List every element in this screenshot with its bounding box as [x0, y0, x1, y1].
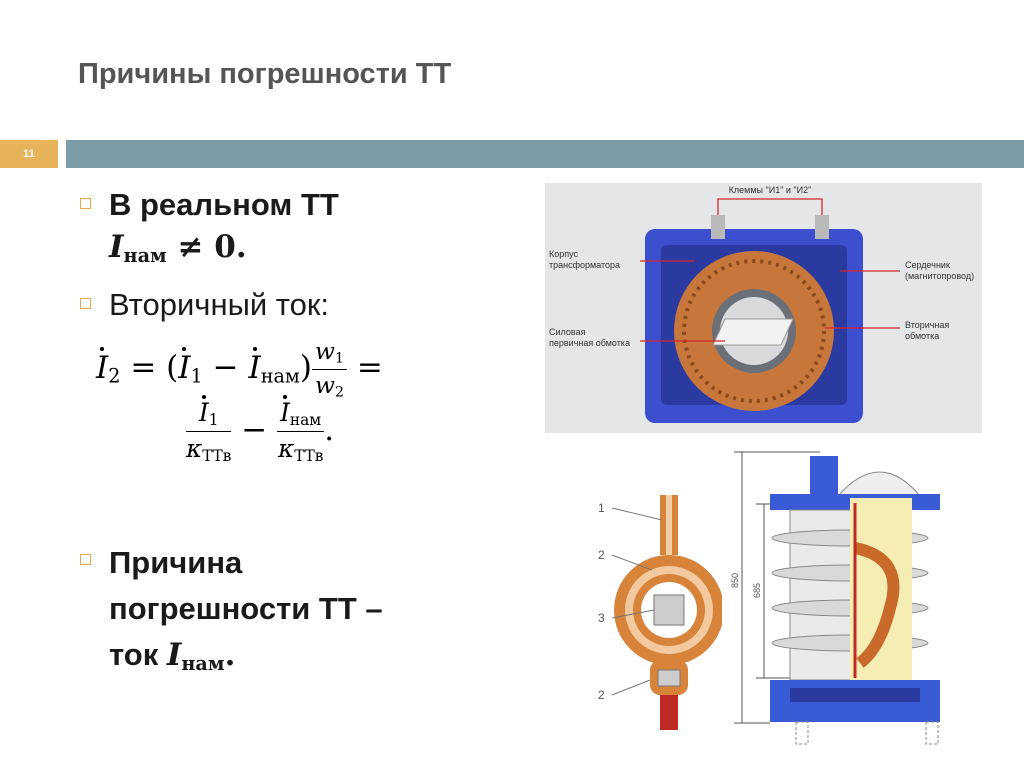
label-terminals: Клеммы "И1" и "И2": [729, 185, 812, 195]
header-bar: [66, 140, 1024, 168]
dim-685: 685: [752, 583, 762, 598]
bullet-secondary-current: Вторичный ток:: [80, 284, 329, 326]
page-title: Причины погрешности ТТ: [78, 58, 452, 90]
bullet-real-ct: В реальном ТТ Iнам ≠ 0.: [80, 184, 339, 277]
terminal-i1: [711, 215, 725, 239]
bullet-marker-icon: [80, 198, 91, 209]
svg-text:первичная обмотка: первичная обмотка: [549, 338, 630, 348]
toroidal-ct-figure: Клеммы "И1" и "И2" Корпус трансформатора…: [545, 183, 982, 433]
ct-insulator-drawing: 850 685: [730, 451, 940, 745]
svg-text:(магнитопровод): (магнитопровод): [905, 271, 974, 281]
svg-text:трансформатора: трансформатора: [549, 260, 620, 270]
terminal-i2: [815, 215, 829, 239]
svg-text:обмотка: обмотка: [905, 331, 939, 341]
callout-3: 3: [598, 611, 605, 625]
math-symbol: I: [109, 229, 124, 265]
formula-line-2: I1 κТТв − Iнам κТТв .: [186, 395, 335, 465]
fraction-w: w1 w2: [311, 338, 348, 400]
callout-2b: 2: [598, 688, 605, 702]
dim-850: 850: [730, 573, 740, 588]
callout-2: 2: [598, 548, 605, 562]
insulator-cutaway: [850, 498, 912, 683]
ct-section-drawing: 1 2 3 2: [598, 495, 722, 730]
svg-text:Силовая: Силовая: [549, 327, 586, 337]
bullet-error-cause: Причина погрешности ТТ – ток Iнам.: [80, 540, 383, 687]
bullet-text: В реальном ТТ: [109, 187, 339, 222]
slide-number: 11: [0, 140, 58, 168]
svg-text:Сердечник: Сердечник: [905, 260, 950, 270]
bullet-marker-icon: [80, 298, 91, 309]
bullet-text: Вторичный ток:: [109, 287, 330, 322]
ct-primary-bar: [712, 318, 794, 346]
fraction-inam-k: Iнам κТТв: [277, 395, 325, 465]
math-subscript: нам: [123, 243, 167, 267]
fraction-i1-k: I1 κТТв: [186, 395, 232, 465]
math-tail: ≠ 0.: [177, 229, 247, 265]
bullet-marker-icon: [80, 554, 91, 565]
svg-text:Корпус: Корпус: [549, 249, 579, 259]
svg-text:Вторичная: Вторичная: [905, 320, 949, 330]
formula-line-1: I2 = (I1 − Iнам) w1 w2 =: [96, 338, 383, 401]
callout-1: 1: [598, 501, 605, 515]
